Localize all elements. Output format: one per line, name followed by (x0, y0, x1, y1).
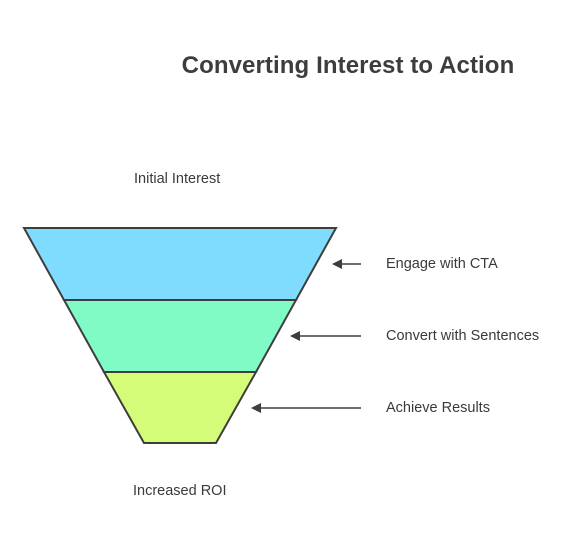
diagram-title: Converting Interest to Action (181, 52, 515, 79)
funnel-bottom-label: Increased ROI (133, 483, 227, 499)
stage-2-arrow (290, 331, 361, 341)
stage-label-convert: Convert with Sentences (386, 328, 540, 344)
stage-label-engage: Engage with CTA (386, 256, 498, 272)
funnel-stage-1 (22, 227, 338, 301)
funnel-top-label: Initial Interest (134, 171, 221, 187)
stage-label-achieve: Achieve Results (386, 400, 490, 416)
stage-3-arrow (251, 403, 361, 413)
stage-1-arrow (332, 259, 361, 269)
funnel-stage-2 (62, 299, 298, 373)
funnel-stage-3 (102, 371, 258, 444)
